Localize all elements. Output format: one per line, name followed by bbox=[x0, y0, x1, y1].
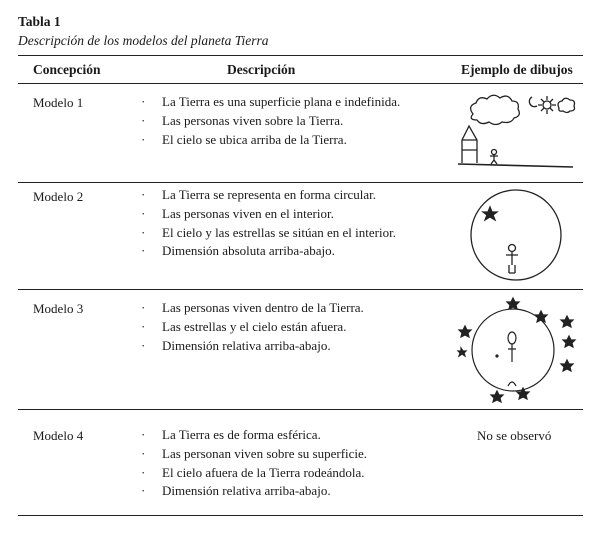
row-2-rule bbox=[18, 289, 583, 290]
outer-stars bbox=[456, 296, 577, 404]
house-shape bbox=[461, 124, 478, 163]
small-cloud-shape bbox=[557, 97, 576, 114]
row-3-item-2: Las estrellas y el cielo están afuera. bbox=[141, 318, 364, 337]
row-4-item-4: Dimensión relativa arriba-abajo. bbox=[141, 482, 367, 501]
row-1-item-3: El cielo se ubica arriba de la Tierra. bbox=[141, 131, 400, 150]
sun-shape bbox=[538, 96, 556, 114]
row-2-model: Modelo 2 bbox=[33, 189, 84, 204]
ground-line bbox=[457, 163, 574, 168]
inner-dot bbox=[495, 354, 499, 358]
earth-circle bbox=[471, 308, 555, 392]
row-2-item-3: El cielo y las estrellas se sitúan en el… bbox=[141, 224, 396, 243]
row-3-item-3: Dimensión relativa arriba-abajo. bbox=[141, 337, 364, 356]
bottom-rule bbox=[18, 515, 583, 516]
row-2-item-4: Dimensión absoluta arriba-abajo. bbox=[141, 242, 396, 261]
row-4-model: Modelo 4 bbox=[33, 428, 84, 443]
row-1-item-1: La Tierra es una superficie plana e inde… bbox=[141, 93, 400, 112]
row-4-example: No se observó bbox=[477, 428, 552, 443]
header-ejemplo: Ejemplo de dibujos bbox=[461, 62, 573, 77]
row-3-drawing bbox=[455, 294, 577, 406]
stick-figure bbox=[506, 243, 518, 274]
header-descripcion: Descripción bbox=[227, 62, 296, 77]
table-caption: Descripción de los modelos del planeta T… bbox=[18, 33, 269, 48]
top-rule bbox=[18, 55, 583, 56]
row-4-item-3: El cielo afuera de la Tierra rodeándola. bbox=[141, 464, 367, 483]
row-2-description: La Tierra se representa en forma circula… bbox=[141, 186, 396, 261]
row-3-rule bbox=[18, 409, 583, 410]
star-shape bbox=[481, 205, 499, 222]
row-4-description: La Tierra es de forma esférica. Las pers… bbox=[141, 426, 367, 501]
row-4-item-1: La Tierra es de forma esférica. bbox=[141, 426, 367, 445]
row-1-drawing bbox=[455, 88, 580, 178]
cloud-shape bbox=[469, 94, 520, 126]
row-3-item-1: Las personas viven dentro de la Tierra. bbox=[141, 299, 364, 318]
stick-figure bbox=[507, 331, 517, 362]
row-3-model: Modelo 3 bbox=[33, 301, 84, 316]
bottom-mark bbox=[507, 381, 517, 387]
row-1-rule bbox=[18, 182, 583, 183]
row-2-item-1: La Tierra se representa en forma circula… bbox=[141, 186, 396, 205]
header-rule bbox=[18, 83, 583, 84]
header-concepcion: Concepción bbox=[33, 62, 101, 77]
table-label: Tabla 1 bbox=[18, 14, 61, 29]
moon-shape bbox=[528, 96, 538, 108]
row-2-item-2: Las personas viven en el interior. bbox=[141, 205, 396, 224]
row-2-drawing bbox=[468, 185, 568, 285]
earth-circle bbox=[470, 189, 562, 281]
stick-figure bbox=[490, 148, 498, 165]
row-1-description: La Tierra es una superficie plana e inde… bbox=[141, 93, 400, 149]
row-1-model: Modelo 1 bbox=[33, 95, 84, 110]
row-1-item-2: Las personas viven sobre la Tierra. bbox=[141, 112, 400, 131]
row-3-description: Las personas viven dentro de la Tierra. … bbox=[141, 299, 364, 355]
row-4-item-2: Las personan viven sobre su superficie. bbox=[141, 445, 367, 464]
